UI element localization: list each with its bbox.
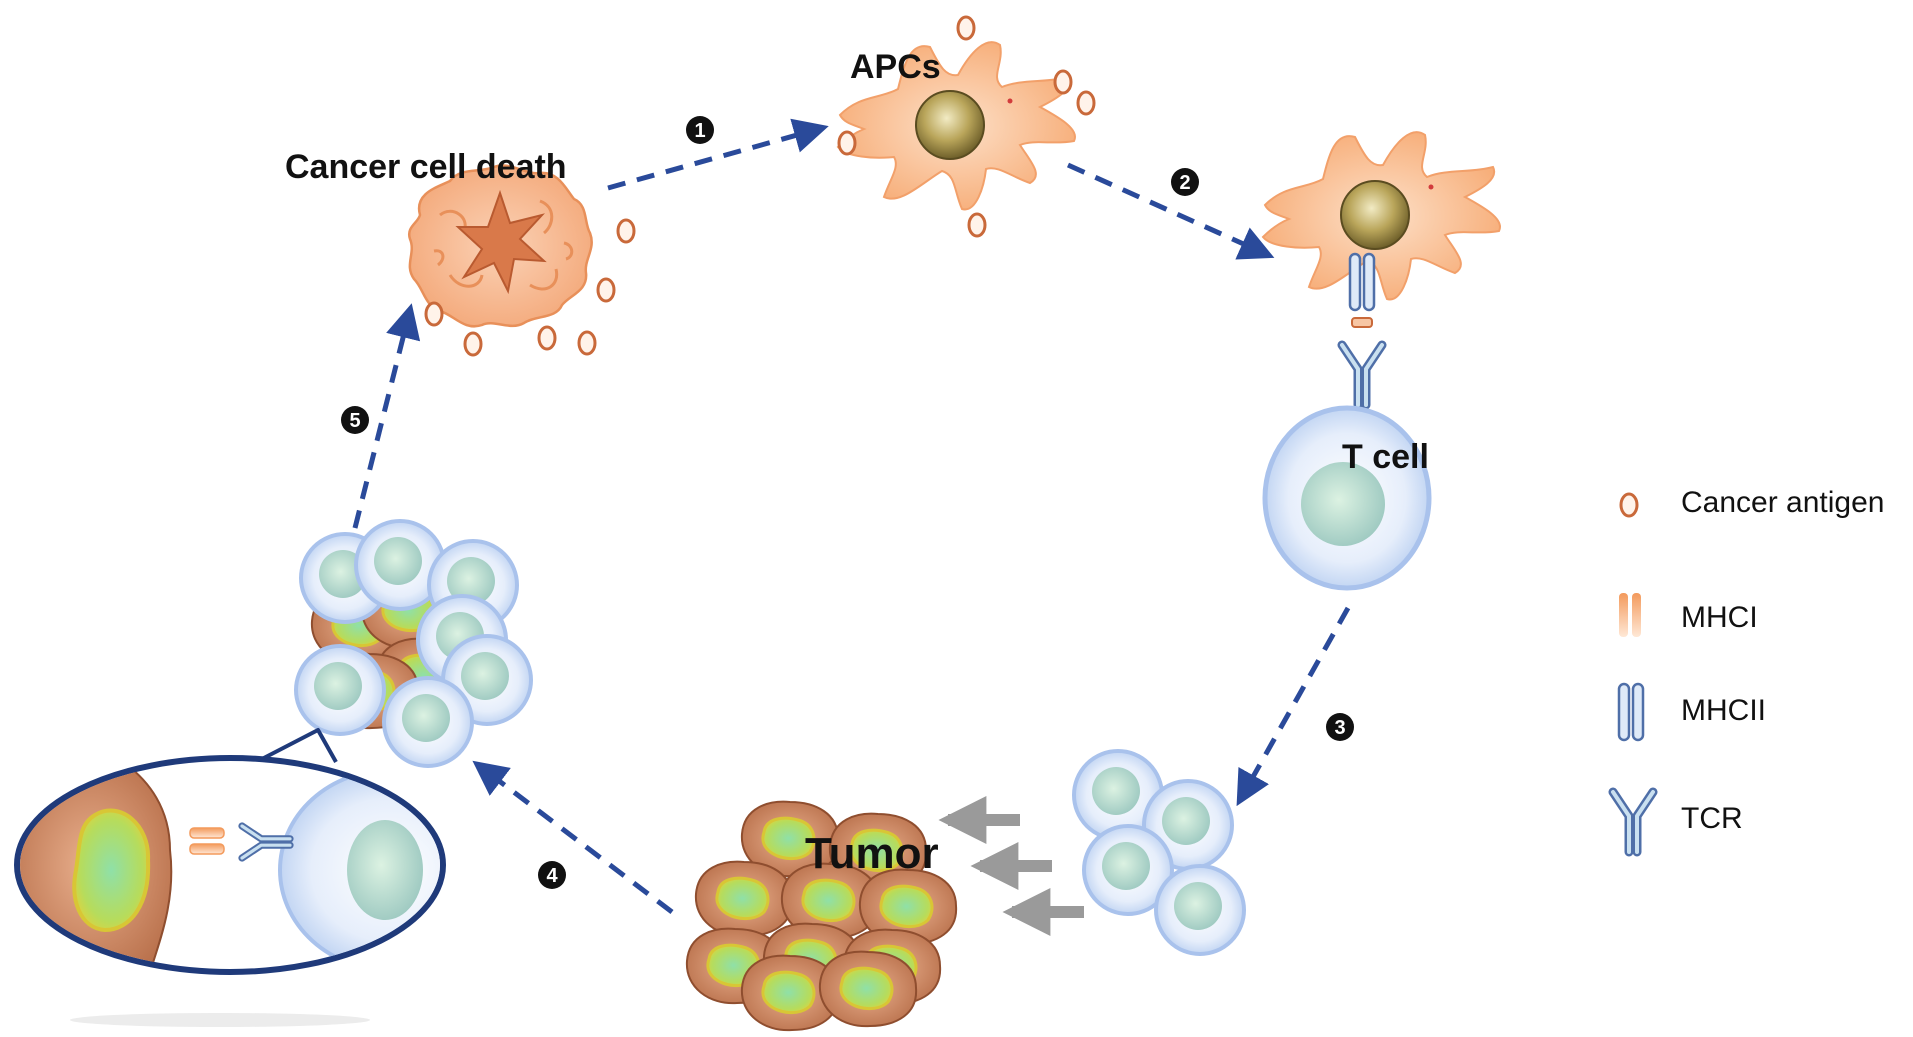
apc-presenting-cell [1262, 131, 1502, 301]
presented-antigen [1351, 317, 1373, 328]
step-badges: 1 2 3 4 5 [341, 116, 1354, 889]
step-badge-4: 4 [538, 861, 566, 889]
legend-tcr-icon [1613, 792, 1653, 852]
legend: Cancer antigen MHCI MHCII TCR [1613, 486, 1884, 852]
arrow-step-1 [607, 118, 829, 191]
apcs-label: APCs [850, 48, 941, 86]
arrow-step-5 [352, 303, 421, 529]
step-badge-2: 2 [1171, 168, 1199, 196]
tcell-tumor-cluster [294, 519, 533, 768]
arrow-step-2 [1066, 162, 1275, 260]
legend-mhci-icon [1619, 593, 1641, 637]
svg-text:2: 2 [1179, 172, 1190, 194]
legend-tcr-label: TCR [1681, 802, 1743, 835]
arrow-step-4 [472, 760, 674, 914]
svg-text:5: 5 [349, 410, 360, 432]
cycle-arrows [352, 118, 1351, 914]
legend-mhcii-icon [1617, 682, 1645, 742]
tumor-label: Tumor [805, 829, 939, 878]
svg-text:3: 3 [1334, 717, 1345, 739]
legend-cancer-antigen-label: Cancer antigen [1681, 486, 1884, 519]
apc-cell [837, 41, 1077, 211]
legend-mhci-label: MHCI [1681, 601, 1758, 634]
t-cell-label: T cell [1342, 438, 1429, 476]
attack-arrows [938, 796, 1084, 936]
dying-cancer-cell [407, 164, 593, 328]
svg-text:1: 1 [694, 120, 705, 142]
legend-cancer-antigen-icon [1619, 492, 1639, 518]
arrow-step-3 [1236, 606, 1351, 807]
synapse-zoom-inset [14, 728, 446, 975]
t-cell [1262, 405, 1432, 591]
step-badge-5: 5 [341, 406, 369, 434]
tcr-molecule [1342, 345, 1382, 405]
step-badge-3: 3 [1326, 713, 1354, 741]
step-badge-1: 1 [686, 116, 714, 144]
cancer-cell-death-label: Cancer cell death [285, 148, 567, 186]
t-cell-cluster-right [1072, 749, 1246, 956]
inset-shadow [70, 1013, 370, 1027]
legend-mhcii-label: MHCII [1681, 694, 1766, 727]
svg-text:4: 4 [546, 865, 558, 887]
